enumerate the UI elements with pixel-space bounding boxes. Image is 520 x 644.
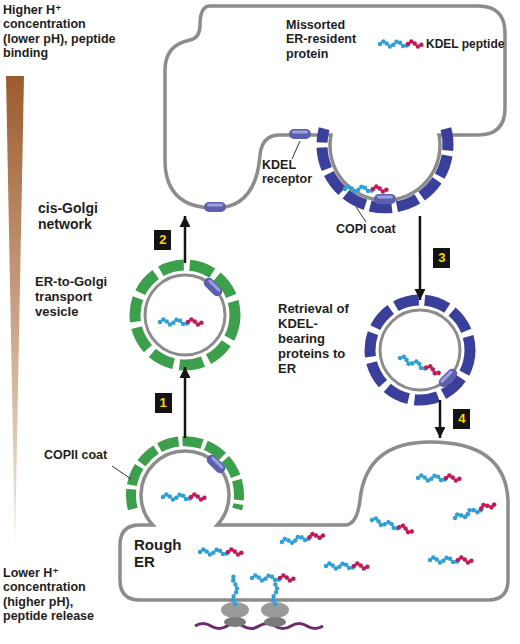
er-protein [418,476,460,481]
leader-line [292,141,300,159]
compartment-label: Rough ER [134,536,182,571]
ribosome [224,617,246,627]
kdel-receptor [205,453,228,476]
er-membrane [120,442,508,600]
er-protein [380,42,422,47]
copii-coat [131,441,239,509]
vesicle-label: ER-to-Golgi transport vesicle [35,275,125,320]
vesicle-label: Retrieval of KDEL-bearing proteins to ER [278,302,364,377]
coat-label: COPI coat [336,222,416,236]
kdel-receptor [374,194,396,204]
leader-line [356,207,366,222]
ph-gradient-wedge [6,76,24,545]
peptide-label: KDEL peptide [426,38,506,52]
kdel-receptor [289,129,311,139]
coat-label: COPII coat [44,448,124,462]
er-protein [399,356,440,375]
er-protein [160,320,202,325]
nascent-chain [233,574,237,604]
vesicle-membrane [145,275,225,355]
transport-arrow [419,216,422,300]
copi-coat [322,129,448,208]
gradient-label: Lower H⁺ concentration (higher pH), pept… [3,566,121,624]
er-protein [252,576,294,581]
vesicle-membrane [380,310,460,390]
gradient-label: Higher H⁺ concentration (lower pH), pept… [3,3,125,61]
kdel-receptor [437,367,460,390]
copii-coat [135,265,235,365]
transport-arrow [439,400,442,438]
receptor-label: KDEL receptor [262,158,324,187]
copi-coat [370,300,470,400]
er-protein [163,495,205,500]
er-protein [345,187,387,192]
er-protein [371,518,413,534]
callout-number: 4 [453,409,470,429]
compartment-label: cis-Golgi network [38,200,118,232]
mrna [195,624,323,629]
callout-number: 2 [154,230,171,250]
er-protein [454,501,495,520]
er-protein [430,558,472,563]
ribosome [264,617,286,627]
nascent-chain [273,584,277,604]
er-compartment: Rough ER [120,438,510,602]
transport-arrow [184,367,187,438]
retrieval-vesicle: Retrieval of KDEL-bearing proteins to ER [370,300,470,400]
transport-arrow [184,216,187,263]
er-protein [326,564,368,569]
er-protein [200,550,242,555]
protein-label: Missorted ER-resident protein [286,18,368,61]
callout-number: 3 [433,248,450,268]
er-protein [282,532,324,544]
kdel-receptor [204,202,226,212]
kdel-receptor [202,276,225,299]
callout-number: 1 [155,393,172,413]
leader-line [112,466,131,479]
transport-vesicle: ER-to-Golgi transport vesicle [133,263,237,367]
golgi-membrane [165,6,505,208]
